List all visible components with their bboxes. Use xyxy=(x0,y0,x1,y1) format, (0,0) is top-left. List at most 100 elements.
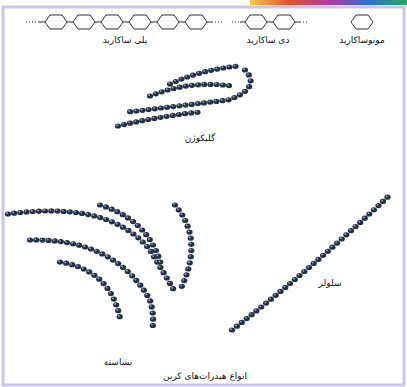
glucose-bead xyxy=(17,210,23,215)
bead-highlight xyxy=(152,255,154,257)
bead-highlight xyxy=(6,212,8,214)
glucose-bead xyxy=(242,67,248,72)
bead-highlight xyxy=(151,243,153,245)
bead-highlight xyxy=(106,255,108,257)
bead-highlight xyxy=(12,212,14,214)
glucose-bead xyxy=(353,224,359,229)
bead-highlight xyxy=(181,213,183,215)
glucose-bead xyxy=(242,89,248,94)
glucose-bead xyxy=(91,213,97,218)
glucose-bead xyxy=(141,288,147,293)
glucose-bead xyxy=(127,121,133,126)
glucose-bead xyxy=(208,68,214,73)
bead-highlight xyxy=(247,73,249,75)
glucose-bead xyxy=(189,102,195,107)
glucose-bead xyxy=(120,265,126,270)
bead-highlight xyxy=(147,118,149,120)
bead-highlight xyxy=(142,289,144,291)
bead-highlight xyxy=(104,205,106,207)
glucose-bead xyxy=(133,108,139,113)
glucose-bead xyxy=(220,65,226,70)
glucose-bead xyxy=(246,72,252,77)
bead-highlight xyxy=(168,82,170,84)
bead-highlight xyxy=(148,299,150,301)
glucose-bead xyxy=(85,212,91,217)
bead-highlight xyxy=(65,241,67,243)
bead-highlight xyxy=(93,274,95,276)
glucose-bead xyxy=(33,237,39,242)
bead-highlight xyxy=(147,108,149,110)
glucose-bead xyxy=(157,260,163,265)
bead-highlight xyxy=(349,229,351,231)
figure-caption: انواع هیدرات‌های کربن xyxy=(163,371,247,382)
bead-highlight xyxy=(377,204,379,206)
glucose-bead xyxy=(153,91,159,96)
bead-highlight xyxy=(171,287,173,289)
glucose-bead xyxy=(144,244,150,249)
bead-highlight xyxy=(298,274,300,276)
panel-frame xyxy=(3,7,404,385)
bead-highlight xyxy=(233,96,235,98)
bead-highlight xyxy=(250,313,252,315)
bead-highlight xyxy=(240,321,242,323)
glucose-bead xyxy=(64,240,70,245)
bead-highlight xyxy=(53,239,55,241)
bead-highlight xyxy=(116,124,118,126)
glucose-bead xyxy=(27,237,33,242)
bead-highlight xyxy=(59,240,61,242)
bead-highlight xyxy=(177,113,179,115)
bead-highlight xyxy=(312,262,314,264)
glucose-bead xyxy=(130,219,136,224)
bead-highlight xyxy=(215,100,217,102)
bead-highlight xyxy=(177,208,179,210)
bead-highlight xyxy=(151,311,153,313)
glucose-bead xyxy=(371,207,377,212)
bead-highlight xyxy=(87,270,89,272)
glucose-bead xyxy=(196,71,202,76)
bead-highlight xyxy=(70,263,72,265)
sugar-ring xyxy=(45,15,67,29)
bead-highlight xyxy=(183,112,185,114)
bead-highlight xyxy=(97,278,99,280)
glucose-bead xyxy=(375,203,381,208)
bead-highlight xyxy=(102,282,104,284)
glucose-bead xyxy=(362,216,368,221)
bead-highlight xyxy=(160,90,162,92)
bead-highlight xyxy=(25,210,27,212)
bead-highlight xyxy=(101,252,103,254)
bead-highlight xyxy=(190,249,192,251)
bead-highlight xyxy=(122,123,124,125)
glucose-bead xyxy=(188,248,194,253)
glucose-bead xyxy=(172,202,178,207)
bead-highlight xyxy=(190,243,192,245)
glucose-bead xyxy=(234,324,240,329)
glucose-bead xyxy=(117,314,123,319)
glucose-bead xyxy=(176,112,182,117)
bead-highlight xyxy=(104,218,106,220)
glucose-bead xyxy=(219,98,225,103)
bead-highlight xyxy=(148,94,150,96)
glucose-bead xyxy=(185,266,191,271)
bead-highlight xyxy=(116,309,118,311)
glucose-bead xyxy=(150,317,156,322)
bead-highlight xyxy=(208,100,210,102)
glucose-bead xyxy=(165,87,171,92)
glucose-bead xyxy=(147,237,153,242)
glucose-bead xyxy=(325,249,331,254)
chain-paths xyxy=(8,66,392,330)
glucose-bead xyxy=(109,219,115,224)
glucose-bead xyxy=(101,281,107,286)
glucose-bead xyxy=(239,320,245,325)
glucose-bead xyxy=(229,327,235,332)
bead-highlight xyxy=(303,270,305,272)
glucose-bead xyxy=(103,217,109,222)
bead-highlight xyxy=(180,77,182,79)
bead-highlight xyxy=(259,305,261,307)
bead-highlight xyxy=(171,105,173,107)
bead-highlight xyxy=(64,262,66,264)
bead-highlight xyxy=(34,238,36,240)
bead-highlight xyxy=(157,255,159,257)
glucose-bead xyxy=(184,74,190,79)
glucose-bead xyxy=(263,301,269,306)
bead-highlight xyxy=(98,216,100,218)
